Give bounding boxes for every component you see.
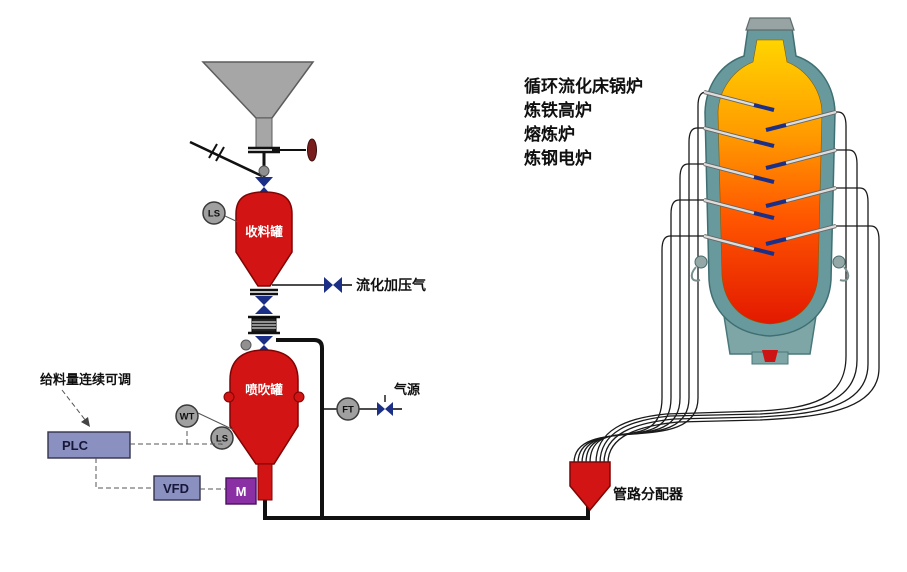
injection-tank [229, 349, 299, 465]
control-dashed-line [130, 443, 223, 450]
sensor-ls-bottom-label: LS [216, 434, 228, 445]
injection-lances [703, 89, 837, 256]
sensor-ls-top-label: LS [208, 209, 220, 220]
distributor-group: 管路分配器 [569, 461, 684, 512]
main-conveying-pipe [263, 498, 590, 520]
furnace-top-cap [745, 17, 795, 31]
fluidizing-gas-label: 流化加压气 [356, 277, 426, 293]
application-item: 循环流化床锅炉 [524, 76, 643, 96]
lance-icon [703, 233, 775, 256]
furnace-trunnion-left [694, 255, 708, 269]
fluidizing-nozzle [223, 391, 235, 403]
feed-hopper [201, 61, 315, 119]
lance-icon [765, 147, 837, 170]
control-dashed-line [61, 389, 87, 422]
feed-chute-pipe [189, 140, 263, 178]
vfd-label: VFD [163, 481, 189, 496]
control-dashed-line [95, 458, 154, 489]
sensor-leader [224, 215, 239, 223]
application-item: 熔炼炉 [524, 124, 575, 144]
conveying-branch-pipe [599, 149, 858, 464]
pressure-equalizing-pipe [276, 338, 324, 518]
motor-label: M [236, 484, 247, 499]
lance-icon [765, 223, 837, 246]
sensor-ft-badge [336, 397, 360, 421]
sensor-wt-label: WT [180, 412, 195, 423]
valve-icon [385, 402, 393, 416]
butterfly-valve-icon [255, 296, 273, 305]
sensor-ft-label: FT [342, 405, 354, 416]
flange-tick [208, 143, 218, 159]
gas-source-line: FT 气源 [322, 382, 420, 421]
applications-list: 循环流化床锅炉 炼铁高炉 熔炼炉 炼钢电炉 [524, 76, 643, 168]
conveying-branch-pipe [607, 225, 880, 464]
control-system: 给料量连续可调 WT LS PLC VFD M [40, 372, 257, 505]
valve-icon [324, 277, 333, 293]
receiving-tank-label: 收料罐 [245, 224, 283, 239]
conveying-branch-pipe [595, 111, 847, 464]
conveying-line [263, 338, 590, 520]
valve-icon [377, 402, 385, 416]
arrowhead-icon [81, 417, 90, 427]
application-item: 炼铁高炉 [524, 100, 592, 120]
feed-section [189, 61, 317, 197]
inter-vessel-section [240, 288, 280, 354]
lance-icon [703, 197, 775, 220]
receiving-tank-group: 收料罐 LS 流化加压气 [202, 191, 426, 293]
conveying-branch-pipe [589, 235, 708, 464]
distributor-label: 管路分配器 [613, 486, 684, 502]
plc-box [47, 431, 131, 459]
injection-tank-group: 喷吹罐 [223, 349, 305, 501]
receiving-tank [235, 191, 293, 287]
gas-source-label: 气源 [394, 382, 420, 397]
furnace-group [690, 17, 850, 365]
fluidizing-nozzle [293, 391, 305, 403]
lance-icon [765, 185, 837, 208]
lance-icon [703, 89, 775, 112]
butterfly-valve-icon [255, 177, 273, 187]
butterfly-valve-icon [255, 336, 273, 345]
discharge-tube [257, 463, 273, 501]
valve-actuator-cap [240, 339, 252, 351]
application-item: 炼钢电炉 [524, 148, 592, 168]
injection-tank-label: 喷吹罐 [245, 382, 283, 397]
feed-note-label: 给料量连续可调 [40, 372, 131, 387]
sensor-ls-top-badge [202, 201, 226, 225]
pipe-distributor [569, 461, 611, 512]
distributor-pipe-bundle [573, 91, 880, 464]
furnace-trunnion-right [832, 255, 846, 269]
handwheel-icon [307, 138, 317, 162]
sensor-wt-badge [175, 404, 199, 428]
sensor-leader [197, 412, 235, 431]
plc-label: PLC [62, 438, 89, 453]
furnace-taphole [762, 350, 778, 362]
valve-icon [333, 277, 342, 293]
furnace-trunnion-left-hook [690, 266, 701, 282]
vfd-box [153, 475, 201, 501]
conveying-branch-pipe [585, 199, 708, 464]
conveying-branch-pipe [581, 163, 708, 464]
conveying-branch-pipe [603, 187, 869, 464]
furnace-trunnion-right-hook [839, 266, 850, 282]
motor-box [225, 477, 257, 505]
lance-icon [703, 125, 775, 148]
flange-tick [215, 146, 225, 162]
lance-icon [765, 109, 837, 132]
butterfly-valve-icon [255, 305, 273, 314]
lance-icon [703, 161, 775, 184]
hopper-neck [255, 117, 273, 149]
valve-actuator-cap [258, 165, 270, 177]
